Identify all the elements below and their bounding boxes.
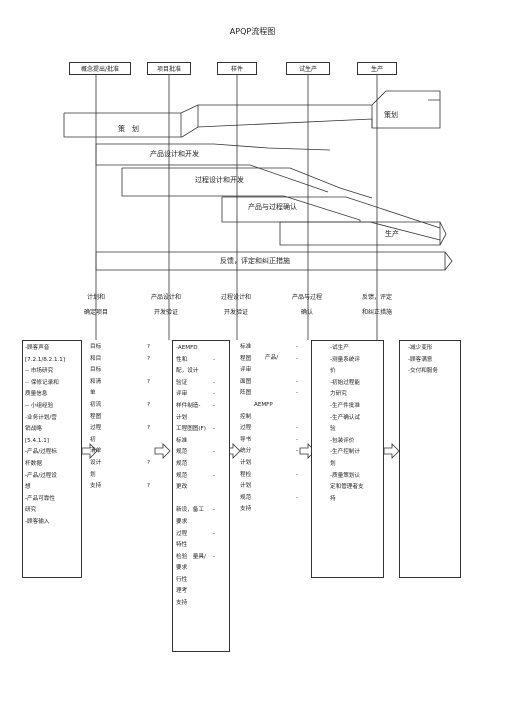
- band-process-design: 过程设计和开发: [195, 176, 244, 184]
- planning-band-bottom: [63, 113, 373, 138]
- column-validation: -试生产 -测量系统评 价 -初始过程能 力研究 -生产件批准 -生产确认试 验…: [311, 340, 384, 578]
- product-dash-list: - - - - - - - - - -: [213, 356, 216, 560]
- page-title: APQP流程图: [229, 27, 276, 36]
- column-product-design: -AEMFD 性和 配，设计 验证 评审 样件制造- 计划 工程图图(F) 标准…: [172, 340, 230, 652]
- gate-product-process-validation: 产品与过程确认: [291, 294, 322, 316]
- gate-product-verification: 产品设计和开发验证: [150, 294, 181, 316]
- process-band-top: [122, 167, 373, 199]
- band-planning-right: 策划: [384, 111, 398, 119]
- column-inputs: -顾客声音 [7.2.1/8.2.1.1] -- 市场研究 -- 保修记录和 质…: [22, 340, 82, 578]
- band-planning: 策 划: [118, 125, 139, 133]
- feedback-arrow: [444, 251, 453, 271]
- gate-plan-define: 计划和确定项目: [83, 294, 108, 316]
- gate-process-verification: 过程设计和开发验证: [220, 294, 251, 316]
- band-product-design: 产品设计和开发: [150, 150, 199, 158]
- phase-prototype: 样件: [217, 62, 257, 75]
- product-band-bottom: [95, 144, 329, 193]
- flow-arrow-icon: [154, 443, 171, 459]
- planning-right-box: [371, 100, 441, 129]
- planning-band-top: [64, 104, 372, 114]
- inputs-list: -顾客声音 [7.2.1/8.2.1.1] -- 市场研究 -- 保修记录和 质…: [25, 345, 66, 525]
- column-feedback: -减少变形 -顾客满意 -交付和服务: [399, 340, 461, 578]
- phase-launch: 生产: [357, 62, 397, 75]
- production-arrow: [439, 221, 447, 246]
- product-outputs-list: -AEMFD 性和 配，设计 验证 评审 样件制造- 计划 工程图图(F) 标准…: [176, 345, 206, 607]
- process-mid-label: 产品/: [265, 355, 279, 361]
- planning-outputs-b: ? ? ? ? ? ? ?: [147, 344, 150, 490]
- phase-program-approval: 项目批准: [147, 62, 191, 75]
- band-feedback: 反馈，评定和纠正措施: [220, 257, 290, 265]
- validation-band-top: [222, 196, 441, 229]
- band-production: 生产: [385, 230, 399, 238]
- product-band-top: [96, 143, 331, 151]
- phase-concept-approval: 概念提出/批准: [69, 62, 131, 75]
- planning-right-top: [371, 90, 441, 106]
- gate-feedback-assessment: 反馈，评定和纠正措施: [361, 294, 392, 316]
- feedback-list: -减少变形 -顾客满意 -交付和服务: [408, 345, 438, 375]
- planning-outputs-a: 目标 和目 目标 和清 单 初流 程图 过程 初 清单 设计 划 支持: [90, 344, 102, 490]
- phase-pilot: 试生产: [286, 62, 330, 75]
- column-process-design: 标准 程图 评审 面图 阵图 AEMFP 控制 过程 导书 统分 计划 程检 计…: [240, 344, 273, 513]
- process-dash-list: - - - - - - - - -: [296, 344, 299, 501]
- flow-arrow-icon: [81, 443, 98, 459]
- flow-arrow-icon: [383, 443, 400, 459]
- validation-list: -试生产 -测量系统评 价 -初始过程能 力研究 -生产件批准 -生产确认试 验…: [330, 345, 364, 502]
- band-validation: 产品与过程确认: [248, 203, 297, 211]
